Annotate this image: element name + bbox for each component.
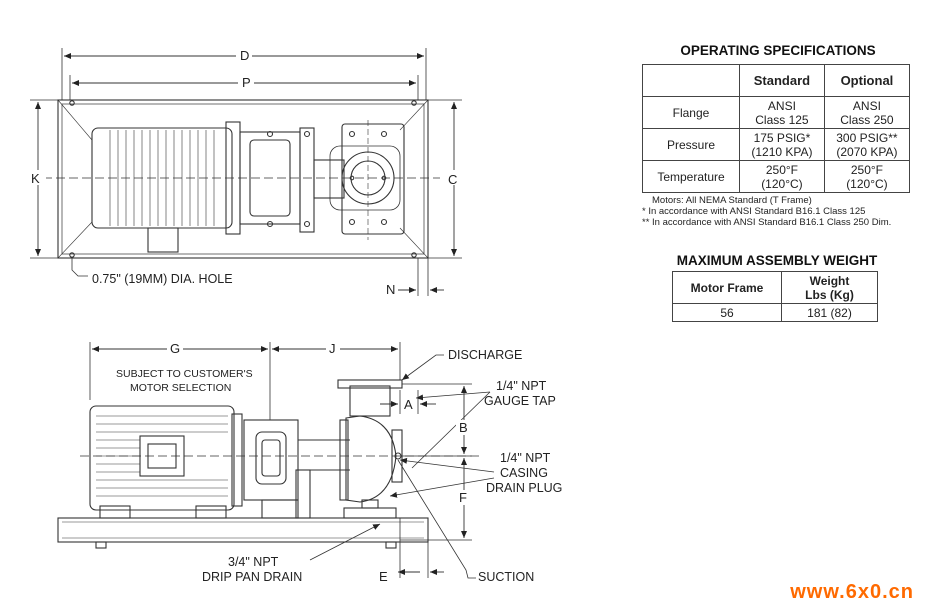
specs-footnotes: Motors: All NEMA Standard (T Frame) * In… — [642, 195, 914, 228]
top-view-labels: D P K C N 0.75" (19MM) DIA. HOLE — [28, 48, 462, 297]
row-label: Flange — [642, 96, 740, 129]
discharge-leader — [401, 354, 444, 381]
casing-drain-leader — [399, 457, 495, 473]
casing-drain-2: CASING — [500, 466, 548, 480]
drip-pan-1: 3/4" NPT — [228, 555, 279, 569]
label-b: B — [459, 420, 468, 435]
label-p: P — [242, 75, 251, 90]
label-e: E — [379, 569, 388, 584]
drip-pan-leader — [309, 523, 381, 561]
cell-frame: 56 — [672, 303, 782, 322]
gauge-tap-1: 1/4" NPT — [496, 379, 547, 393]
label-a: A — [404, 397, 413, 412]
suction-label: SUCTION — [478, 570, 534, 584]
hole-note: 0.75" (19MM) DIA. HOLE — [92, 272, 233, 286]
header-motor-frame: Motor Frame — [672, 271, 782, 304]
side-view-labels: G J SUBJECT TO CUSTOMER'S MOTOR SELECTIO… — [116, 341, 562, 584]
motor-note-1: SUBJECT TO CUSTOMER'S — [116, 368, 253, 380]
table-header-row: Standard Optional — [642, 64, 911, 97]
row-label: Pressure — [642, 128, 740, 161]
table-row: Pressure 175 PSIG*(1210 KPA) 300 PSIG**(… — [642, 128, 911, 161]
base-plate-side — [57, 517, 429, 543]
gauge-tap-leader — [415, 391, 491, 401]
pump-casing-side — [345, 415, 397, 503]
watermark-text: www.6x0.cn — [790, 581, 914, 603]
discharge-label: DISCHARGE — [448, 348, 522, 362]
label-g: G — [170, 341, 180, 356]
footnote: * In accordance with ANSI Standard B16.1… — [642, 206, 866, 217]
assembly-weight-panel: MAXIMUM ASSEMBLY WEIGHT Motor Frame Weig… — [672, 253, 882, 322]
cell-optional: 300 PSIG**(2070 KPA) — [823, 128, 911, 161]
label-f: F — [459, 490, 467, 505]
cell-weight: 181 (82) — [781, 303, 878, 322]
cell-standard: 175 PSIG*(1210 KPA) — [739, 128, 825, 161]
header-blank — [642, 64, 740, 97]
casing-drain-3: DRAIN PLUG — [486, 481, 562, 495]
header-standard: Standard — [739, 64, 825, 97]
cell-optional: 250°F(120°C) — [823, 160, 911, 193]
operating-specs-panel: OPERATING SPECIFICATIONS Standard Option… — [642, 43, 914, 228]
label-n: N — [386, 282, 395, 297]
suction-leader — [397, 459, 476, 579]
table-row: 56 181 (82) — [672, 303, 878, 322]
casing-drain-1: 1/4" NPT — [500, 451, 551, 465]
label-j: J — [329, 341, 336, 356]
row-label: Temperature — [642, 160, 740, 193]
label-k: K — [31, 171, 40, 186]
side-view — [57, 342, 495, 579]
label-d: D — [240, 48, 249, 63]
footnote: Motors: All NEMA Standard (T Frame) — [652, 195, 812, 206]
base-plate-top — [57, 99, 429, 259]
cell-standard: 250°F(120°C) — [739, 160, 825, 193]
assembly-weight-title: MAXIMUM ASSEMBLY WEIGHT — [676, 253, 878, 268]
table-row: Temperature 250°F(120°C) 250°F(120°C) — [642, 160, 911, 193]
footnote: ** In accordance with ANSI Standard B16.… — [642, 217, 892, 228]
gauge-tap-2: GAUGE TAP — [484, 394, 556, 408]
drip-pan-2: DRIP PAN DRAIN — [202, 570, 302, 584]
motor-note-2: MOTOR SELECTION — [130, 382, 231, 394]
label-c: C — [448, 172, 457, 187]
header-optional: Optional — [823, 64, 911, 97]
motor-side — [89, 405, 235, 511]
operating-specs-title: OPERATING SPECIFICATIONS — [680, 43, 876, 58]
